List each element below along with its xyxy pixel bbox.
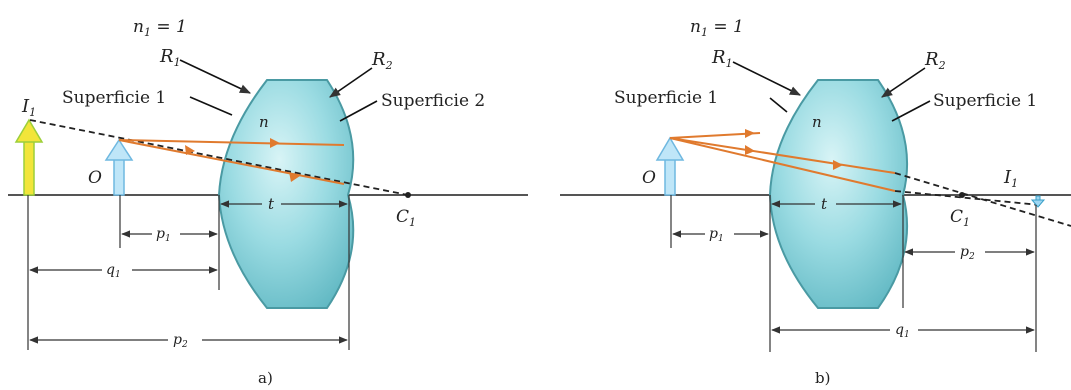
p2-label-a: p2 (173, 332, 188, 350)
panel-b: n1 = 1 R1 R2 Superficie 1 Superficie 1 n… (560, 17, 1071, 387)
surface-2-label-b: Superficie 1 (933, 91, 1037, 111)
thickness-label-a: t (268, 195, 275, 213)
image-arrow-a (14, 118, 44, 196)
center-point-a (405, 192, 411, 198)
guides-b (670, 195, 1037, 352)
dashed-ray-a (29, 119, 409, 196)
rays-b (669, 129, 896, 192)
surface-2-label-a: Superficie 2 (381, 91, 485, 111)
n1-label-a: n1 = 1 (133, 17, 187, 39)
object-arrow-b (655, 136, 685, 196)
center-label-b: C1 (950, 207, 970, 229)
r2-label-b: R2 (924, 49, 946, 72)
q1-label-a: q1 (106, 262, 121, 280)
rays-a (118, 138, 345, 185)
caption-a: a) (258, 369, 273, 387)
object-label-b: O (642, 168, 656, 188)
surface-1-label-b: Superficie 1 (614, 88, 718, 108)
dashed-rays-b (894, 172, 1071, 227)
refractive-index-label-b: n (812, 113, 822, 131)
refractive-index-label-a: n (259, 113, 269, 131)
center-label-a: C1 (396, 207, 416, 229)
lens-b (768, 79, 909, 309)
lens-a (217, 79, 355, 309)
image-label-a: I1 (21, 96, 36, 119)
q1-label-b: q1 (895, 322, 910, 340)
p1-label-a: p1 (156, 226, 171, 244)
image-label-b: I1 (1003, 167, 1018, 190)
p1-label-b: p1 (709, 226, 724, 244)
image-arrow-b (1030, 195, 1046, 208)
surface-1-label-a: Superficie 1 (62, 88, 166, 108)
thickness-label-b: t (821, 195, 828, 213)
object-arrow-a (104, 138, 134, 196)
center-point-b (959, 192, 965, 198)
r2-label-a: R2 (371, 49, 393, 72)
pointers-b (732, 61, 931, 122)
object-label-a: O (88, 168, 102, 188)
r1-label-a: R1 (159, 46, 181, 69)
p2-label-b: p2 (960, 244, 975, 262)
r1-label-b: R1 (711, 47, 733, 70)
dimensions-b (672, 200, 1035, 334)
guides-a (27, 195, 350, 350)
caption-b: b) (815, 369, 830, 387)
panel-a: n1 = 1 R1 R2 Superficie 1 Superficie 2 n… (8, 17, 528, 387)
n1-label-b: n1 = 1 (690, 17, 744, 39)
pointers-a (179, 59, 378, 122)
dimensions-a (29, 200, 348, 344)
